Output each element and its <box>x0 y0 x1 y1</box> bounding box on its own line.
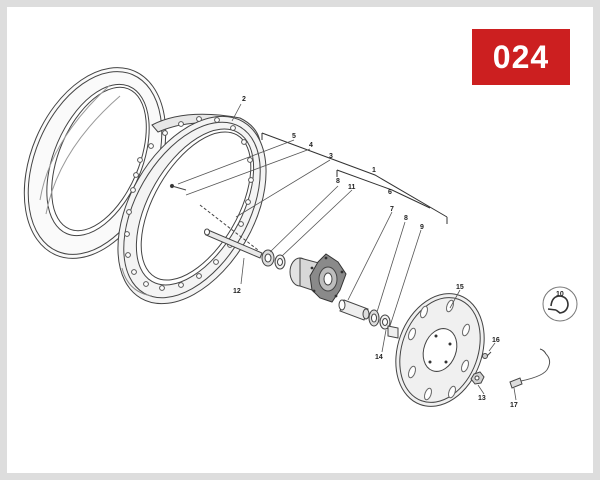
callout-labels: 1 2 3 4 5 6 7 8 9 10 11 12 13 14 15 16 1… <box>233 96 564 409</box>
page-number-badge: 024 <box>472 29 570 85</box>
callout-10: 10 <box>556 291 564 298</box>
callout-7: 7 <box>390 206 394 213</box>
leader-lines <box>177 103 517 401</box>
callout-2: 2 <box>242 96 246 103</box>
spindle <box>199 204 263 259</box>
callout-1: 1 <box>372 167 376 174</box>
callout-5: 5 <box>292 133 296 140</box>
callout-17: 17 <box>510 402 518 409</box>
callout-11: 11 <box>348 184 356 191</box>
distance-piece <box>387 325 399 339</box>
callout-8b: 8 <box>404 215 408 222</box>
callout-9: 9 <box>420 224 424 231</box>
callout-6: 6 <box>388 189 392 196</box>
callout-12: 12 <box>233 288 241 295</box>
callout-4: 4 <box>309 142 313 149</box>
callout-15: 15 <box>456 284 464 291</box>
callout-3: 3 <box>329 153 333 160</box>
bearing-right <box>368 309 391 330</box>
speed-sensor <box>509 348 551 389</box>
hub <box>289 253 347 303</box>
brake-disc <box>395 293 485 407</box>
assembly-brackets <box>261 132 448 224</box>
callout-8a: 8 <box>336 178 340 185</box>
callout-16: 16 <box>492 337 500 344</box>
valve <box>169 183 187 191</box>
rim <box>117 115 267 305</box>
callout-13: 13 <box>478 395 486 402</box>
callout-14: 14 <box>375 354 383 361</box>
nut <box>470 371 485 385</box>
bearing-left <box>261 249 286 270</box>
cable-clamp-inset <box>542 286 578 322</box>
spacer <box>338 299 370 321</box>
disc-screw <box>482 351 492 359</box>
